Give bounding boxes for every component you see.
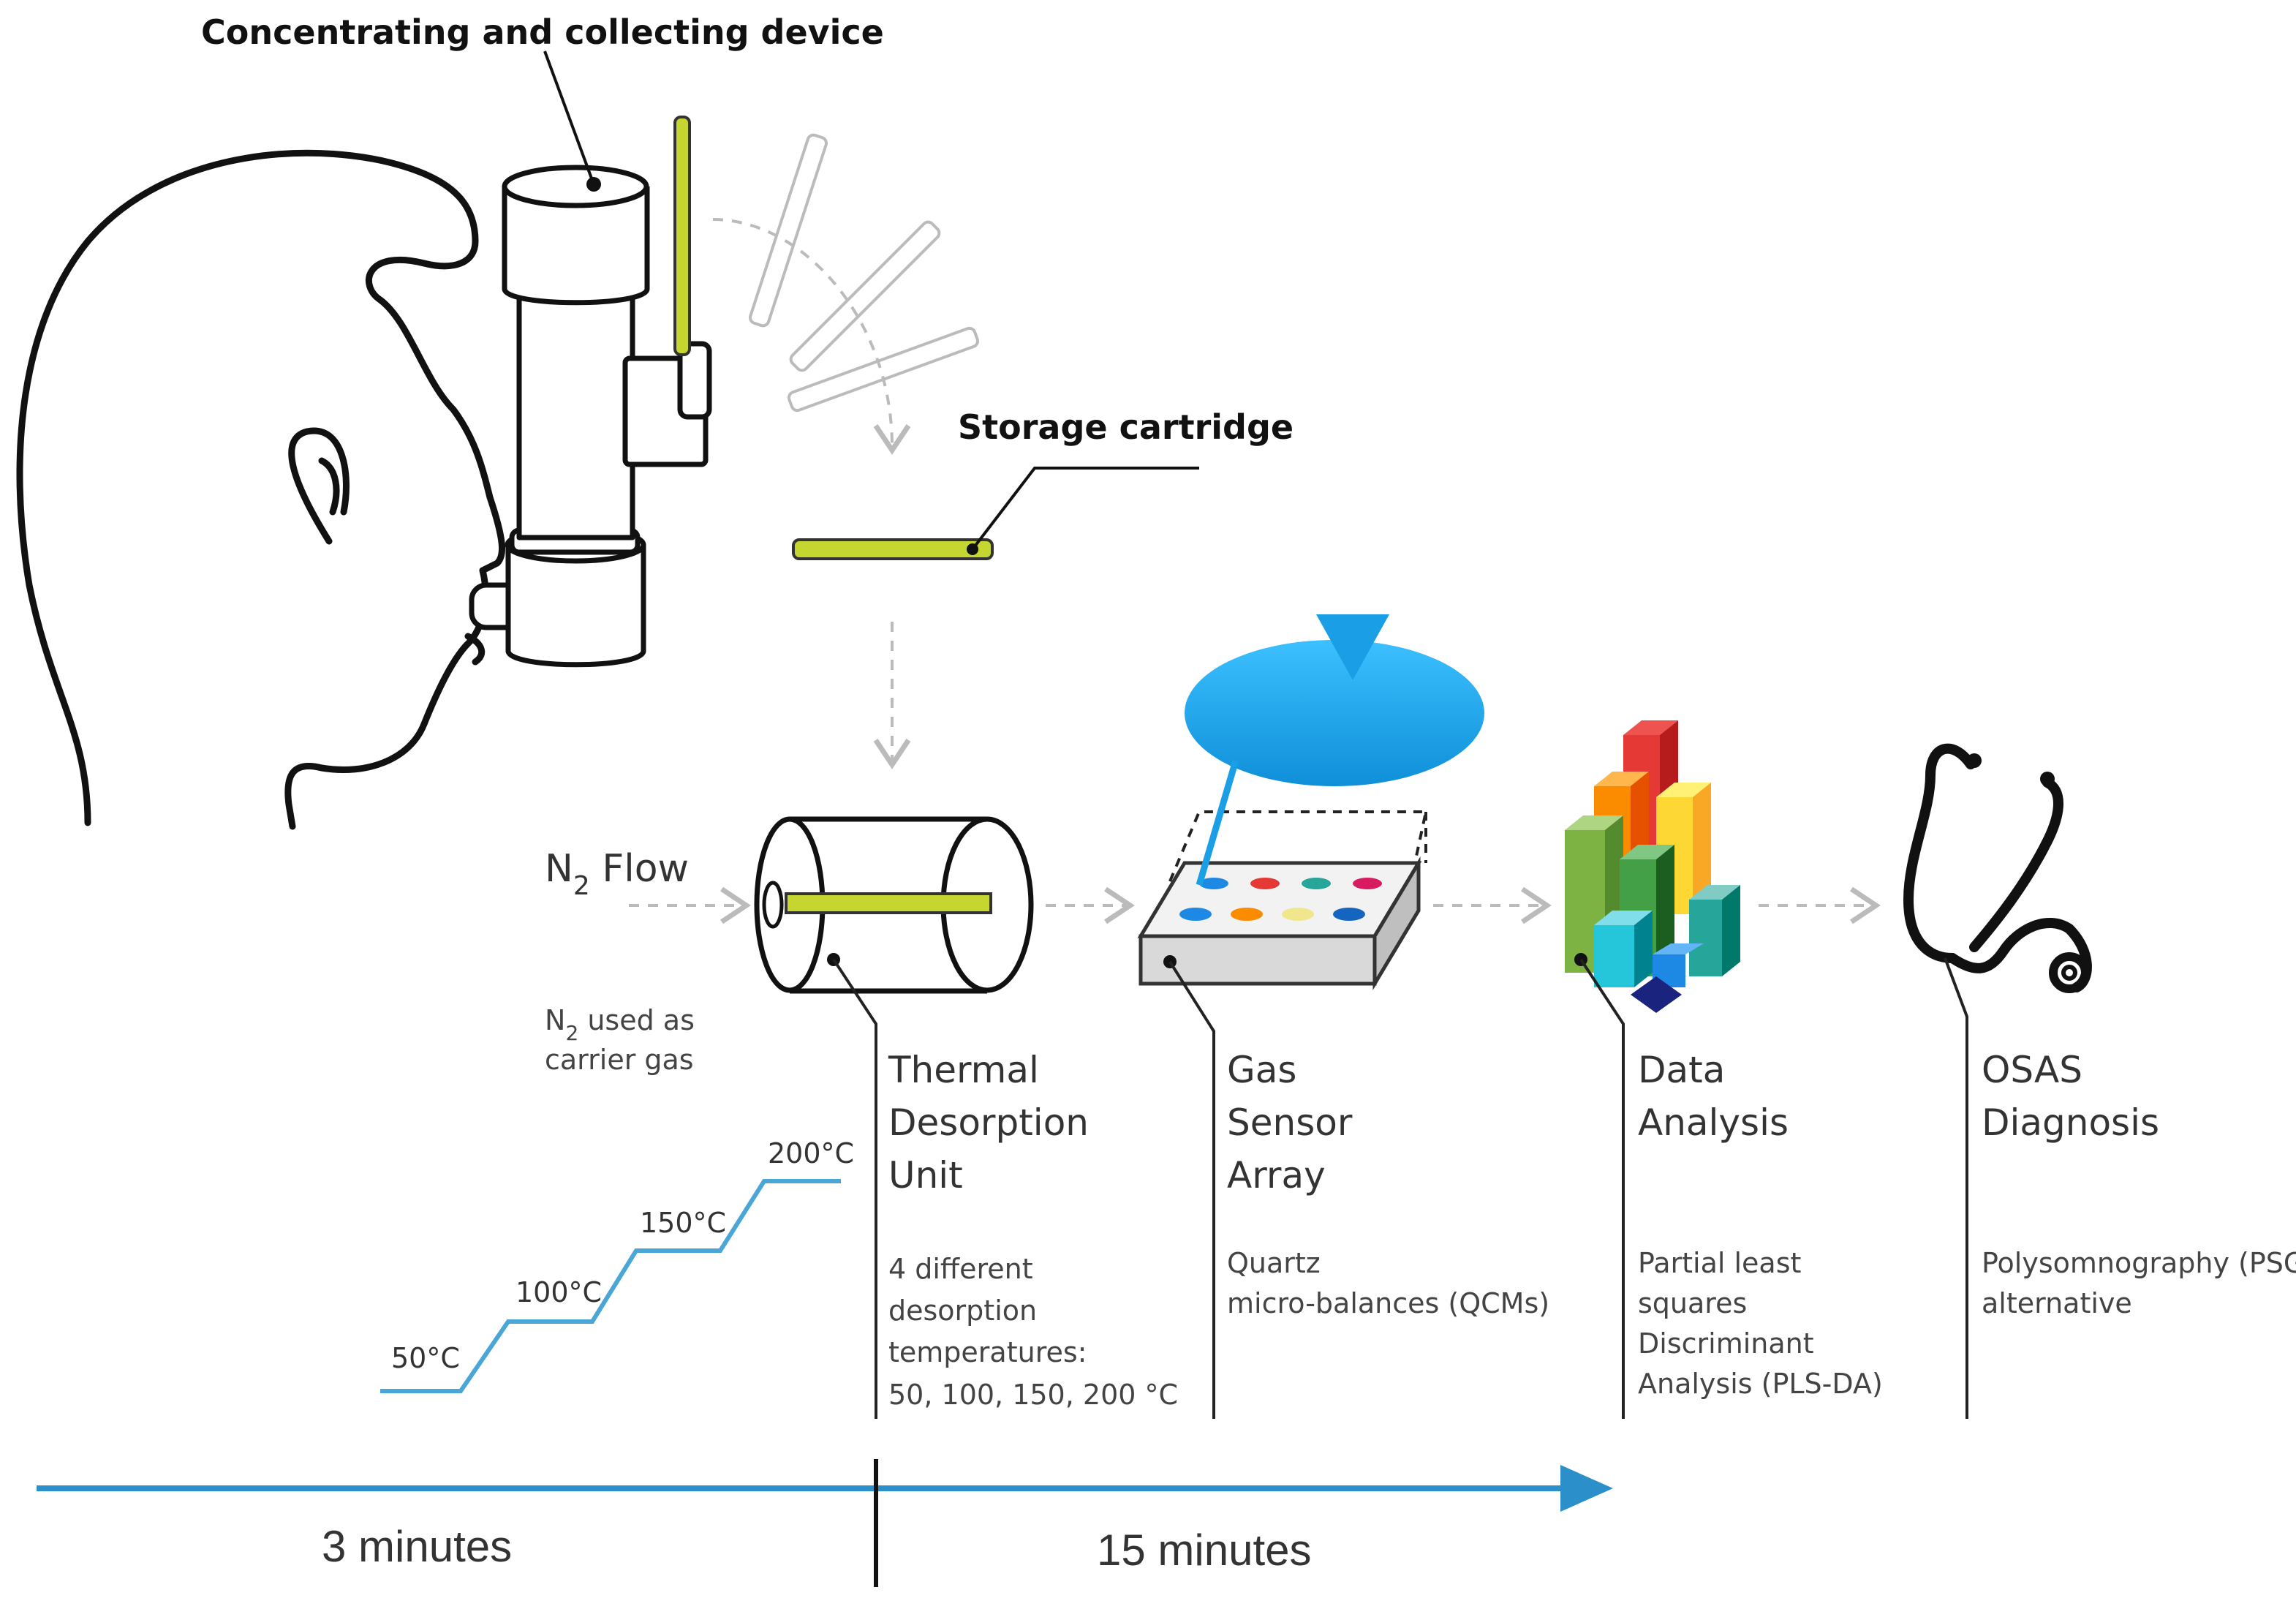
step-desc: 50, 100, 150, 200 °C [888,1379,1178,1411]
step-title: Desorption [888,1101,1089,1144]
n2-note-line2: carrier gas [545,1044,694,1076]
thermal-desorption-unit [754,813,1034,994]
stethoscope-icon [1903,743,2092,993]
step-title: Data [1638,1049,1725,1091]
step-title: OSAS [1982,1049,2082,1091]
step-desc: squares [1638,1287,1747,1319]
step-title: Thermal [888,1049,1039,1091]
step-osas-diagnosis: OSAS Diagnosis Polysomnography (PSG) alt… [1982,1049,2296,1319]
step-title: Gas [1227,1049,1296,1091]
step-desc: micro-balances (QCMs) [1227,1287,1549,1319]
temp-label: 50°C [391,1342,460,1374]
step-desc: Discriminant [1638,1327,1814,1360]
step-desc: Polysomnography (PSG) [1982,1247,2296,1279]
temp-label: 150°C [640,1207,726,1239]
timeline-phase-2: 15 minutes [1097,1526,1312,1575]
n2-note-line1: N2 used as [545,1004,695,1045]
step-leaders [832,957,1968,1419]
step-title: Unit [888,1154,963,1197]
temp-label: 200°C [768,1137,854,1169]
sensor-signal-bubble [1185,614,1484,886]
step-title: Analysis [1638,1101,1789,1144]
head-profile-illustration [16,149,506,830]
step-title: Diagnosis [1982,1101,2159,1144]
step-desc: Analysis (PLS-DA) [1638,1368,1883,1400]
temp-label: 100°C [516,1276,602,1308]
data-analysis-bars-icon [1565,720,1740,1013]
device-label-leader [543,50,595,185]
cartridge-upright [673,116,691,356]
step-title: Array [1227,1154,1326,1197]
step-title: Sensor [1227,1101,1353,1144]
collecting-device [469,165,712,668]
device-label: Concentrating and collecting device [201,12,884,52]
cartridge-label-leader [971,467,1199,551]
motion-arc-arrow [712,218,911,455]
step-desc: Partial least [1638,1247,1801,1279]
step-desc: Quartz [1227,1247,1321,1279]
step-desc: alternative [1982,1287,2132,1319]
step-desc: 4 different [888,1253,1033,1285]
gas-sensor-array [1137,810,1428,991]
timeline-phase-1: 3 minutes [322,1522,512,1571]
storage-cartridge [792,538,994,560]
step-data-analysis: Data Analysis Partial least squares Disc… [1638,1049,1883,1400]
n2-flow-label: N2 Flow [545,847,689,901]
step-gas-sensor-array: Gas Sensor Array Quartz micro-balances (… [1227,1049,1549,1319]
step-desc: desorption [888,1295,1037,1327]
cartridge-label: Storage cartridge [958,407,1294,447]
temperature-labels: 50°C 100°C 150°C 200°C [391,1137,854,1374]
cartridge-motion-ghosts [748,133,980,412]
temperature-staircase-line [380,1179,841,1393]
step-desc: temperatures: [888,1336,1087,1368]
step-thermal-desorption: Thermal Desorption Unit 4 different deso… [888,1049,1178,1411]
